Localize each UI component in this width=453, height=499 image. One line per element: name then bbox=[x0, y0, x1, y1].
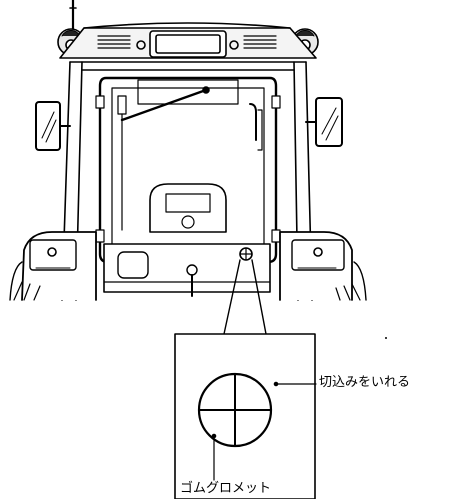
grommet-detail-box bbox=[174, 333, 317, 499]
detail-leader-lines bbox=[223, 259, 267, 335]
cab-roof bbox=[59, 22, 317, 59]
right-mirror-icon bbox=[305, 97, 343, 147]
rear-lower-panel bbox=[103, 243, 271, 297]
rear-window bbox=[95, 76, 281, 264]
antenna-icon bbox=[69, 0, 77, 32]
right-fender bbox=[279, 231, 367, 301]
left-fender bbox=[9, 231, 97, 301]
rubber-grommet-label: ゴムグロメット bbox=[180, 481, 272, 496]
left-mirror-icon bbox=[35, 101, 71, 151]
cut-instruction-label: 切込みをいれる bbox=[319, 375, 411, 390]
